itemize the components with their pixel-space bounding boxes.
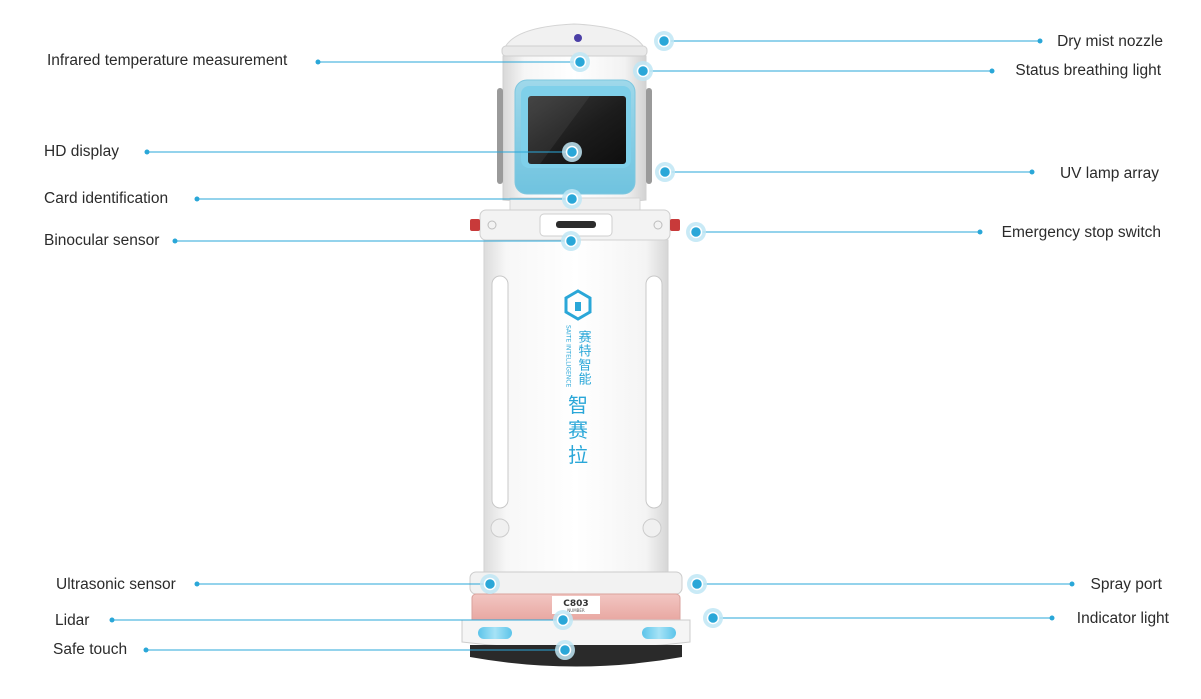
leader-end-dot-emergency-stop-switch bbox=[977, 229, 983, 235]
head-handle-left bbox=[497, 88, 503, 184]
label-spray-port: Spray port bbox=[1090, 576, 1162, 593]
label-card-identification: Card identification bbox=[44, 190, 169, 207]
leader-end-dot-hd-display bbox=[144, 149, 150, 155]
brand-logo-core bbox=[575, 302, 581, 311]
hotspot-dot-status-breathing-light bbox=[636, 64, 650, 78]
hotspot-dot-indicator-light bbox=[706, 611, 720, 625]
label-infrared-temperature: Infrared temperature measurement bbox=[47, 52, 288, 69]
screen-glass bbox=[528, 96, 626, 164]
leader-end-dot-spray-port bbox=[1069, 581, 1075, 587]
blue-light-left bbox=[478, 627, 512, 639]
leader-end-dot-binocular-sensor bbox=[172, 238, 178, 244]
hotspot-dot-card-identification bbox=[565, 192, 579, 206]
side-slot-right bbox=[645, 275, 663, 509]
label-ultrasonic-sensor: Ultrasonic sensor bbox=[56, 576, 176, 593]
emergency-stop-right bbox=[670, 219, 680, 231]
leader-end-dot-status-breathing-light bbox=[989, 68, 995, 74]
head-handle-right bbox=[646, 88, 652, 184]
hotspot-dot-dry-mist-nozzle bbox=[657, 34, 671, 48]
robot-brand-cn: 赛特智能 bbox=[576, 329, 592, 386]
leader-end-dot-ultrasonic-sensor bbox=[194, 581, 200, 587]
hotspot-dot-uv-lamp-array bbox=[658, 165, 672, 179]
hotspot-dot-infrared-temperature bbox=[573, 55, 587, 69]
hotspot-dot-hd-display bbox=[565, 145, 579, 159]
model-plate bbox=[552, 596, 600, 614]
emergency-stop-left bbox=[470, 219, 480, 231]
label-binocular-sensor: Binocular sensor bbox=[44, 232, 160, 249]
hotspot-dot-emergency-stop-switch bbox=[689, 225, 703, 239]
brand-logo-icon bbox=[564, 289, 592, 321]
leader-end-dot-lidar bbox=[109, 617, 115, 623]
leader-end-dot-card-identification bbox=[194, 196, 200, 202]
hotspot-dot-spray-port bbox=[690, 577, 704, 591]
leader-end-dot-infrared-temperature bbox=[315, 59, 321, 65]
robot-model: C803 bbox=[563, 599, 588, 609]
robot-product-cn-2: 赛 bbox=[568, 418, 588, 442]
leader-end-dot-dry-mist-nozzle bbox=[1037, 38, 1043, 44]
label-status-breathing-light: Status breathing light bbox=[1015, 62, 1161, 79]
label-dry-mist-nozzle: Dry mist nozzle bbox=[1057, 33, 1163, 50]
robot-brand-en: SAITE INTELLIGENCE bbox=[565, 325, 572, 387]
hotspot-dot-ultrasonic-sensor bbox=[483, 577, 497, 591]
hotspot-dot-lidar bbox=[556, 613, 570, 627]
leader-end-dot-indicator-light bbox=[1049, 615, 1055, 621]
shoulder-ring-left bbox=[487, 220, 497, 230]
head-top-camera bbox=[574, 34, 582, 42]
label-safe-touch: Safe touch bbox=[53, 641, 128, 658]
robot-product-cn-1: 智 bbox=[568, 393, 588, 417]
label-emergency-stop-switch: Emergency stop switch bbox=[1001, 224, 1161, 241]
leader-end-dot-safe-touch bbox=[143, 647, 149, 653]
screen-reflection bbox=[528, 96, 590, 164]
speaker-left bbox=[490, 518, 510, 538]
blue-light-right bbox=[642, 627, 676, 639]
label-hd-display: HD display bbox=[44, 143, 119, 160]
hotspot-dot-safe-touch bbox=[558, 643, 572, 657]
shoulder-ring-right bbox=[653, 220, 663, 230]
label-uv-lamp-array: UV lamp array bbox=[1059, 165, 1159, 182]
label-lidar: Lidar bbox=[55, 612, 90, 629]
sensor-bar bbox=[556, 221, 596, 228]
robot-product-cn-3: 拉 bbox=[568, 443, 588, 467]
speaker-right bbox=[642, 518, 662, 538]
side-slot-left bbox=[491, 275, 509, 509]
hotspot-dot-binocular-sensor bbox=[564, 234, 578, 248]
leader-end-dot-uv-lamp-array bbox=[1029, 169, 1035, 175]
label-indicator-light: Indicator light bbox=[1076, 610, 1169, 627]
robot-model-sub: NUMBER bbox=[567, 608, 585, 613]
